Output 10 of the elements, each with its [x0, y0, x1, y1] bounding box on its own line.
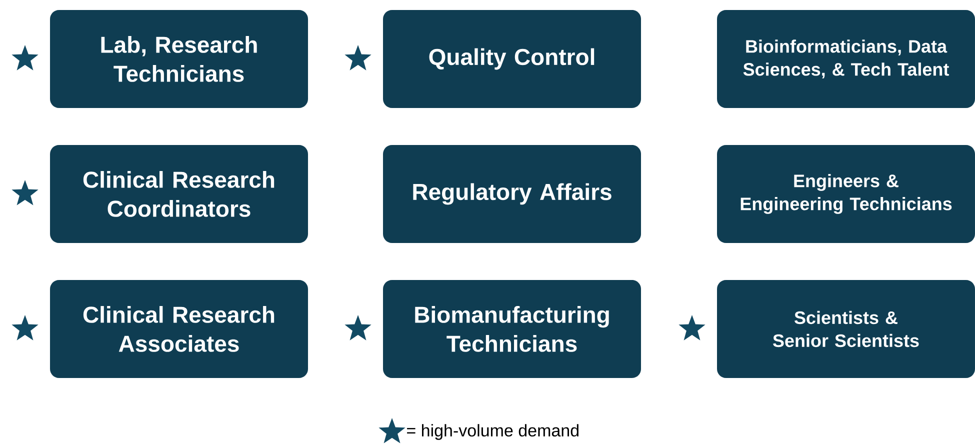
role-box: Lab, Research Technicians: [50, 10, 308, 108]
role-box: Bioinformaticians, Data Sciences, & Tech Talent: [717, 10, 975, 108]
role-box: Clinical Research Coordinators: [50, 144, 308, 243]
role-box: Scientists & Senior Scientists: [717, 280, 975, 378]
role-box: Clinical Research Associates: [50, 280, 308, 378]
role-box: Engineers & Engineering Technicians: [717, 144, 975, 243]
role-box: Quality Control: [383, 10, 641, 108]
role-box: Regulatory Affairs: [383, 144, 641, 243]
role-box: Biomanufacturing Technicians: [383, 280, 641, 378]
legend-item: = high-volume demand: [378, 418, 578, 444]
